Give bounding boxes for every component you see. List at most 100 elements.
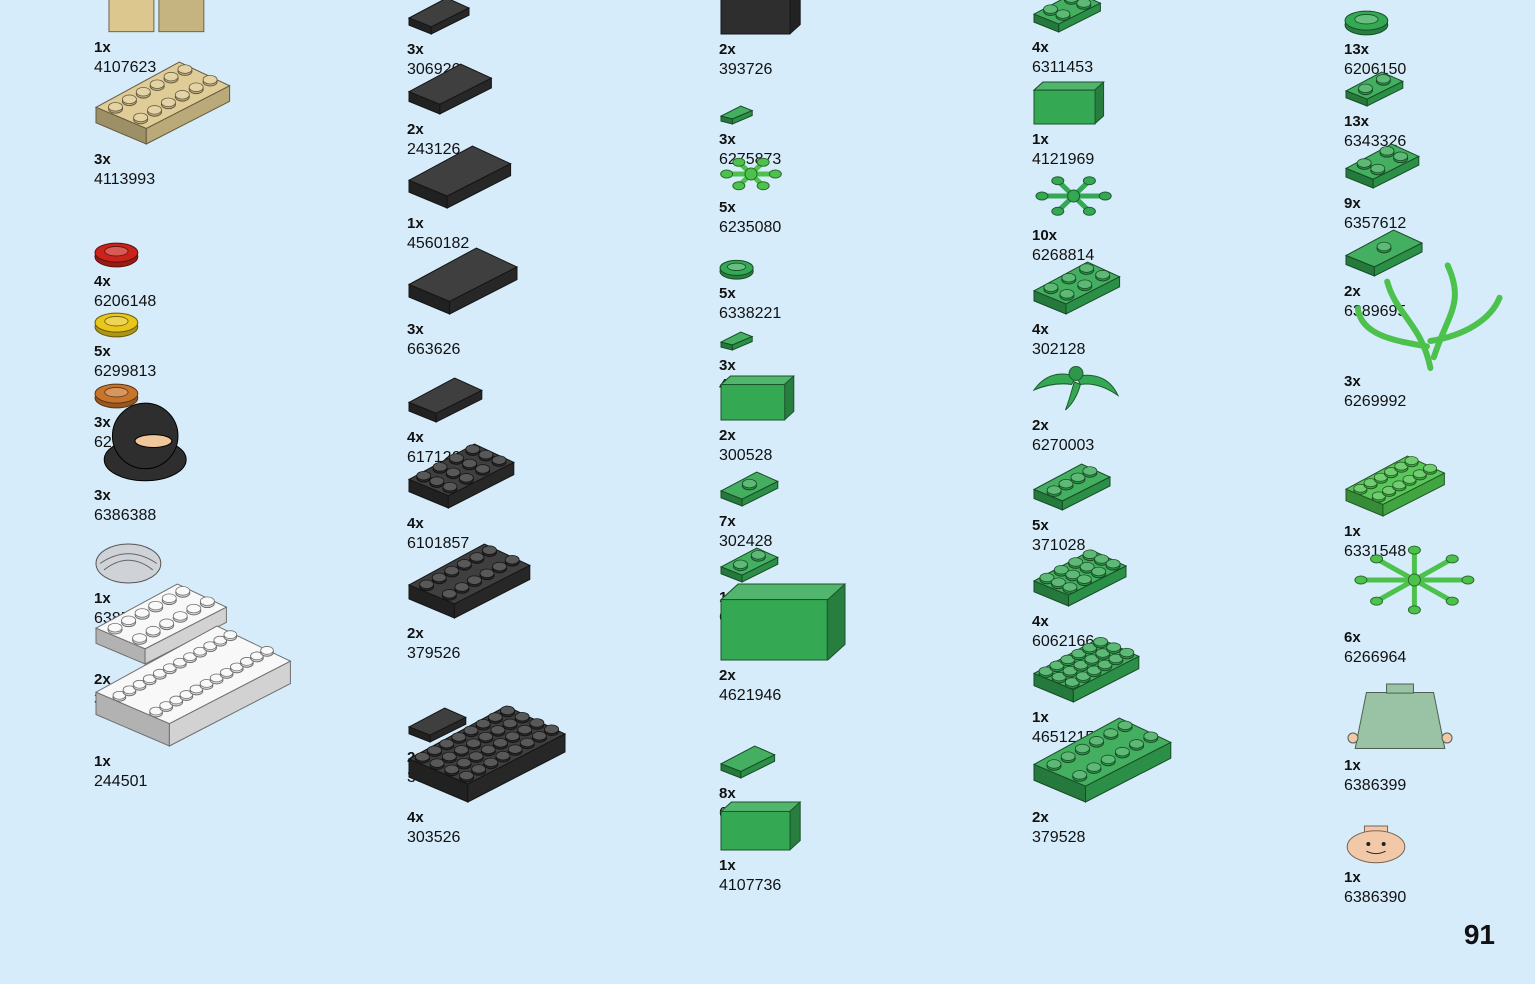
bracket-icon <box>720 0 801 35</box>
minifig-torso-icon <box>1347 683 1453 749</box>
part-number: 6235080 <box>719 219 782 236</box>
part-quantity: 6x <box>1344 629 1361 646</box>
part-label: 1x 6386390 <box>1344 868 1406 908</box>
palm-top-icon <box>720 157 782 191</box>
leaf-plant-icon <box>1035 176 1112 216</box>
part-quantity: 1x <box>1032 131 1049 148</box>
part-393726: 2x 393726 <box>719 0 802 80</box>
tile-1x2-icon <box>407 0 471 35</box>
curved-slope-icon <box>719 745 776 779</box>
part-quantity: 1x <box>1344 869 1361 886</box>
round-plate-1x1-icon <box>94 383 139 409</box>
part-quantity: 4x <box>94 273 111 290</box>
part-quantity: 3x <box>94 414 111 431</box>
part-number: 393726 <box>719 61 773 78</box>
tile-1x1-icon <box>719 331 754 351</box>
part-4560182: 1x 4560182 <box>407 144 513 254</box>
part-quantity: 1x <box>407 215 424 232</box>
part-663626: 3x 663626 <box>407 246 519 360</box>
part-number: 4113993 <box>94 171 156 188</box>
part-302128: 4x 302128 <box>1032 260 1122 360</box>
part-6206150: 13x 6206150 <box>1344 8 1406 80</box>
part-quantity: 2x <box>1032 417 1049 434</box>
part-quantity: 2x <box>719 41 736 58</box>
plate-2x6-icon <box>94 583 228 665</box>
part-quantity: 8x <box>719 785 736 802</box>
part-number: 4560182 <box>407 235 470 252</box>
part-number: 4107736 <box>719 877 782 894</box>
part-number: 6357612 <box>1344 215 1407 232</box>
part-quantity: 2x <box>719 667 736 684</box>
part-label: 1x 244501 <box>94 752 147 792</box>
leaf-cluster-icon <box>1354 545 1475 615</box>
part-number: 303526 <box>407 829 461 846</box>
part-quantity: 3x <box>407 321 424 338</box>
part-quantity: 4x <box>407 515 424 532</box>
plate-2x6-icon <box>94 61 231 145</box>
part-number: 4107623 <box>94 59 157 76</box>
part-quantity: 2x <box>1344 283 1361 300</box>
brick-1x2-icon <box>719 801 802 851</box>
wedge-plate-large-icon <box>1032 636 1140 703</box>
part-quantity: 1x <box>94 753 111 770</box>
part-label: 1x 4121969 <box>1032 130 1094 170</box>
part-quantity: 13x <box>1344 113 1370 130</box>
part-number: 244501 <box>94 773 148 790</box>
part-quantity: 4x <box>1032 321 1049 338</box>
part-quantity: 1x <box>1344 757 1361 774</box>
part-6266964: 6x 6266964 <box>1344 536 1485 668</box>
part-number: 379528 <box>1032 829 1086 846</box>
part-label: 2x 4621946 <box>719 666 781 706</box>
part-6386390: 1x 6386390 <box>1344 824 1408 908</box>
curved-plate-icon <box>1344 455 1446 517</box>
wedge-plate-icon <box>719 583 847 661</box>
tile-1x6-icon <box>407 247 519 315</box>
round-plate-1x1-icon <box>94 242 139 268</box>
part-number: 4121969 <box>1032 151 1095 168</box>
part-379501: 2x379501 <box>94 582 228 710</box>
part-number: 6266964 <box>1344 649 1407 666</box>
palm-leaves-icon <box>1032 366 1120 411</box>
part-quantity: 9x <box>1344 195 1361 212</box>
part-number: 6331548 <box>1344 543 1407 560</box>
minifig-legs-icon <box>108 0 205 33</box>
part-number: 6311453 <box>1032 59 1094 76</box>
round-plate-1x1-icon <box>94 312 139 338</box>
part-number: 663626 <box>407 341 461 358</box>
part-quantity: 3x <box>1344 373 1361 390</box>
tile-2x2-center-stud-icon <box>1344 229 1424 277</box>
part-number: 243126 <box>407 141 461 158</box>
part-number: 6386390 <box>1344 889 1407 906</box>
part-quantity: 13x <box>1344 41 1370 58</box>
part-quantity: 3x <box>94 151 111 168</box>
small-slope-icon <box>719 105 754 125</box>
part-number: 302128 <box>1032 341 1086 358</box>
part-quantity: 7x <box>719 513 736 530</box>
part-quantity: 3x <box>719 357 736 374</box>
part-number: 300528 <box>719 447 773 464</box>
part-number: 379526 <box>407 645 461 662</box>
part-6357612: 9x 6357612 <box>1344 142 1421 234</box>
plate-2x3-icon <box>1032 261 1121 315</box>
part-number: 6386399 <box>1344 777 1407 794</box>
plate-2x6-icon <box>407 543 531 619</box>
part-number: 6206150 <box>1344 61 1407 78</box>
tile-2x4-icon <box>407 145 512 209</box>
part-number: 4621946 <box>719 687 782 704</box>
